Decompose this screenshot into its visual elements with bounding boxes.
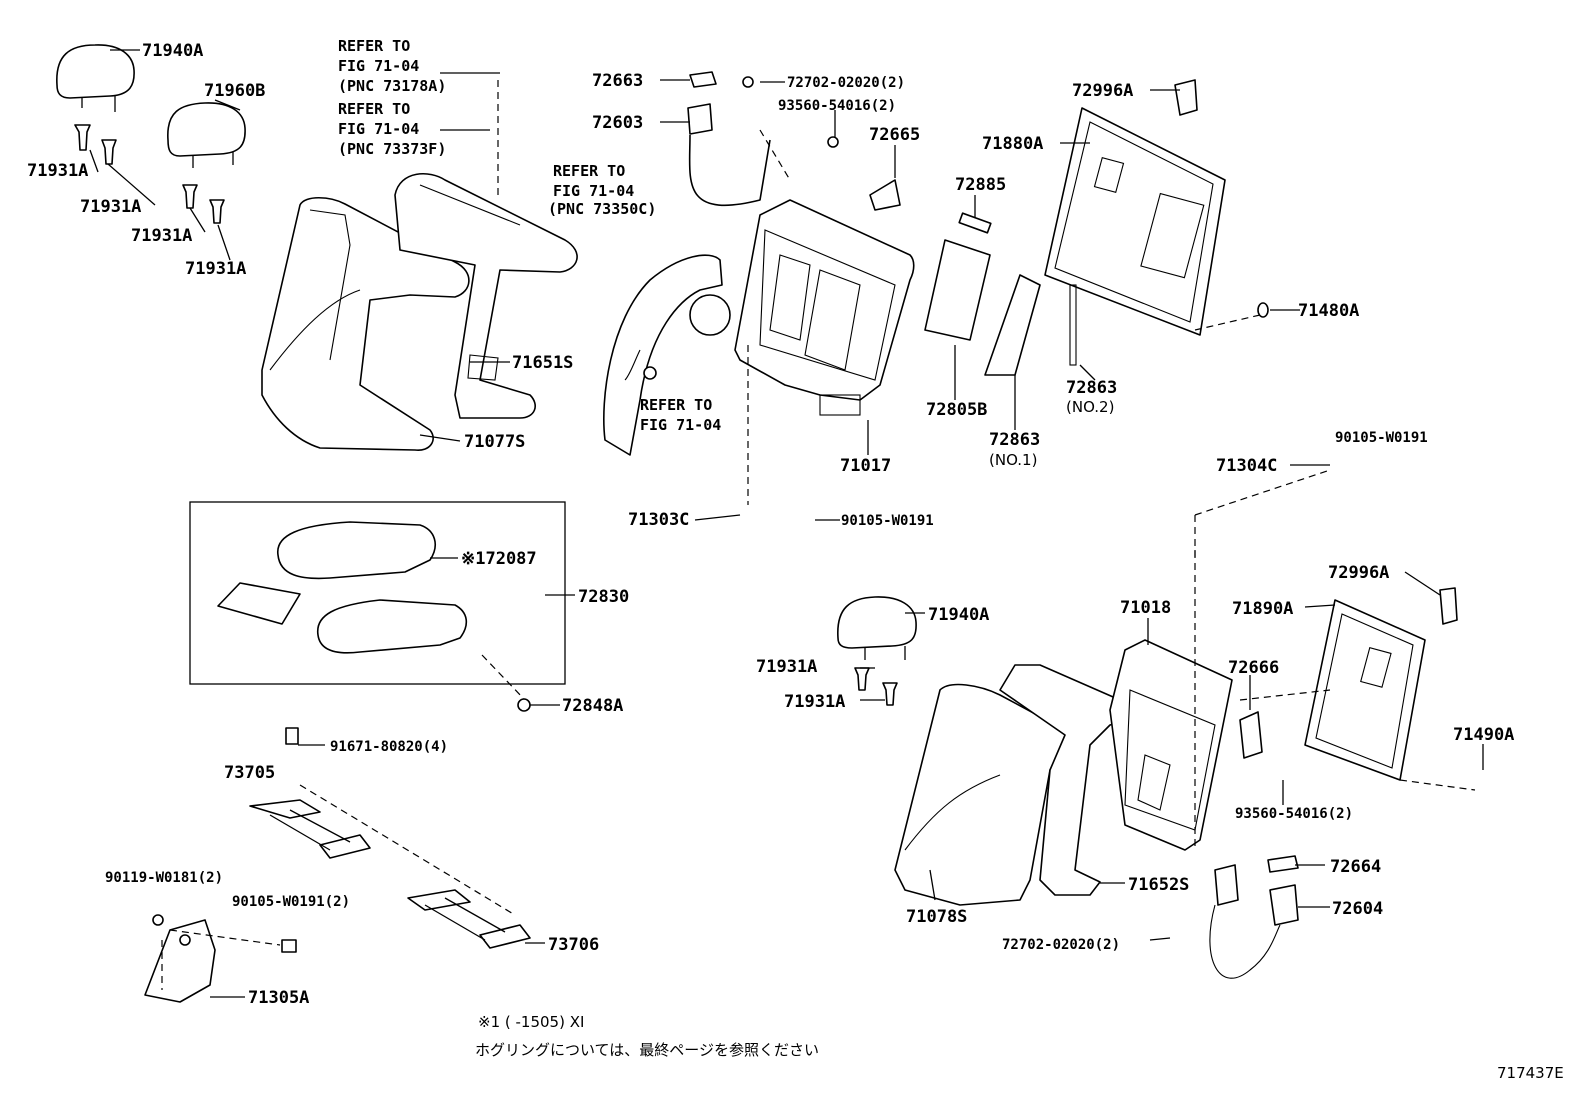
label-72885: 72885 (955, 175, 1006, 195)
label-91671: 91671-80820(4) (330, 739, 448, 755)
ref4-line2: FIG 71-04 (640, 416, 721, 434)
small-parts-middle (687, 71, 1269, 376)
part-labels: 71940A 71960B 71931A 71931A 71931A 71931… (27, 37, 1564, 1082)
armrest-box-72830 (189, 501, 566, 712)
label-71890A: 71890A (1232, 599, 1293, 619)
label-72863-no1-sub: (NO.1) (989, 451, 1037, 469)
label-71304C: 71304C (1216, 456, 1277, 476)
label-71303C: 71303C (628, 510, 689, 530)
label-71931A-6: 71931A (784, 692, 845, 712)
note-1: ※1 ( -1505) XI (478, 1013, 584, 1031)
label-72996A-bot: 72996A (1328, 563, 1389, 583)
label-71651S: 71651S (512, 353, 573, 373)
label-72665: 72665 (869, 125, 920, 145)
label-71077S: 71077S (464, 432, 525, 452)
label-71931A-4: 71931A (185, 259, 246, 279)
label-72863-no2-sub: (NO.2) (1066, 398, 1114, 416)
label-72863-no1: 72863 (989, 430, 1040, 450)
ref4-line1: REFER TO (640, 396, 712, 414)
label-90119: 90119-W0181(2) (105, 870, 223, 886)
note-2: ホグリングについては、最終ページを参照ください (475, 1041, 819, 1059)
ref3-line1: REFER TO (553, 162, 625, 180)
ref3-line2: FIG 71-04 (553, 182, 634, 200)
label-71960B: 71960B (204, 81, 265, 101)
label-72604: 72604 (1332, 899, 1383, 919)
seatbelt-assembly (603, 254, 731, 456)
label-71652S: 71652S (1128, 875, 1189, 895)
ref1-line1: REFER TO (338, 37, 410, 55)
label-90105-2: 90105-W0191(2) (232, 894, 350, 910)
seatback-71078S (894, 664, 1125, 906)
leader-lines (89, 49, 1484, 998)
label-90105-right: 90105-W0191 (1335, 430, 1428, 446)
hinge-73705 (249, 799, 371, 859)
ref1-line2: FIG 71-04 (338, 57, 419, 75)
label-71017: 71017 (840, 456, 891, 476)
headrest-71960B (167, 102, 246, 168)
buckle-72604 (1209, 855, 1299, 979)
label-72664: 72664 (1330, 857, 1381, 877)
label-72663: 72663 (592, 71, 643, 91)
label-71490A: 71490A (1453, 725, 1514, 745)
seatback-71077S (261, 173, 578, 451)
headrest-guide-71931A (74, 124, 225, 224)
label-71940A-top: 71940A (142, 41, 203, 61)
ref2-line2: FIG 71-04 (338, 120, 419, 138)
label-72603: 72603 (592, 113, 643, 133)
ref2-line3: (PNC 73373F) (338, 140, 446, 158)
label-72830: 72830 (578, 587, 629, 607)
label-71078S: 71078S (906, 907, 967, 927)
label-93560-top: 93560-54016(2) (778, 98, 896, 114)
seatback-frame-71017 (734, 199, 915, 416)
label-73706: 73706 (548, 935, 599, 955)
label-71931A-3: 71931A (131, 226, 192, 246)
label-72863-no2: 72863 (1066, 378, 1117, 398)
label-172087: ※172087 (461, 549, 537, 569)
figure-id: 717437E (1497, 1064, 1564, 1082)
label-72666: 72666 (1228, 658, 1279, 678)
label-72702-bot: 72702-02020(2) (1002, 937, 1120, 953)
label-73705: 73705 (224, 763, 275, 783)
label-71305A: 71305A (248, 988, 309, 1008)
label-71880A: 71880A (982, 134, 1043, 154)
seatback-board-71890A (1239, 587, 1458, 781)
label-71931A-1: 71931A (27, 161, 88, 181)
seatback-frame-71018 (1109, 639, 1233, 851)
hinge-73706 (299, 784, 531, 949)
label-71931A-5: 71931A (756, 657, 817, 677)
label-71931A-2: 71931A (80, 197, 141, 217)
ref3-line3: (PNC 73350C) (548, 200, 656, 218)
label-72805B: 72805B (926, 400, 987, 420)
label-71940A-mid: 71940A (928, 605, 989, 625)
label-71480A: 71480A (1298, 301, 1359, 321)
headrest-71940A-mid (837, 596, 917, 706)
label-90105-mid: 90105-W0191 (841, 513, 934, 529)
label-93560-bot: 93560-54016(2) (1235, 806, 1353, 822)
ref1-line3: (PNC 73178A) (338, 77, 446, 95)
headrest-71940A-top (56, 44, 135, 112)
label-72996A-top: 72996A (1072, 81, 1133, 101)
label-72848A: 72848A (562, 696, 623, 716)
seatback-board-71880A (1044, 79, 1226, 336)
ref2-line1: REFER TO (338, 100, 410, 118)
label-71018: 71018 (1120, 598, 1171, 618)
label-72702-top: 72702-02020(2) (787, 75, 905, 91)
